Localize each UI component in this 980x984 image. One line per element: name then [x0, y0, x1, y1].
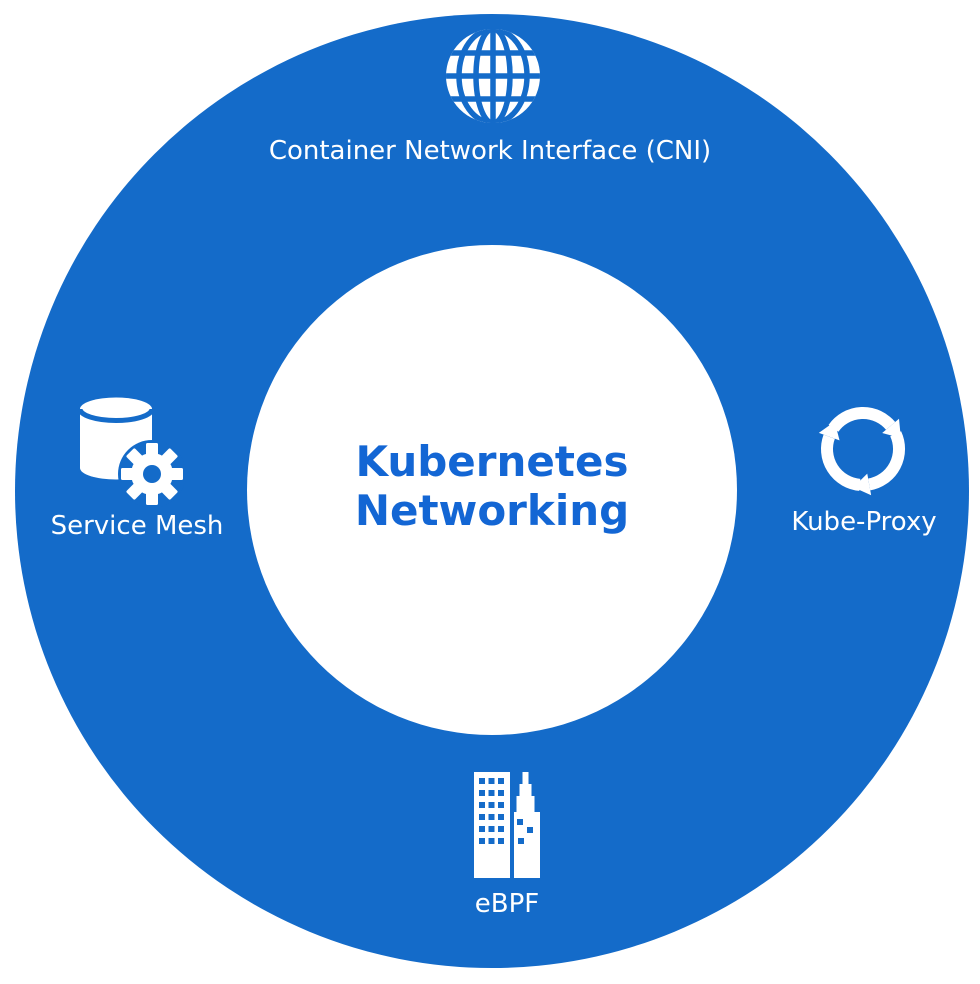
diagram-title: Kubernetes Networking [247, 437, 737, 535]
diagram-title-line1: Kubernetes [355, 437, 629, 486]
city-buildings-icon [474, 772, 540, 878]
segment-label-ebpf: eBPF [474, 889, 540, 919]
segment-label-service-mesh: Service Mesh [50, 511, 224, 541]
database-gear-icon [77, 397, 186, 508]
sync-arrows-icon [818, 407, 906, 496]
diagram-title-line2: Networking [354, 486, 630, 535]
segment-label-kube-proxy: Kube-Proxy [791, 507, 937, 537]
globe-icon [446, 29, 540, 123]
center-circle [247, 245, 737, 735]
segment-label-cni: Container Network Interface (CNI) [268, 136, 712, 166]
